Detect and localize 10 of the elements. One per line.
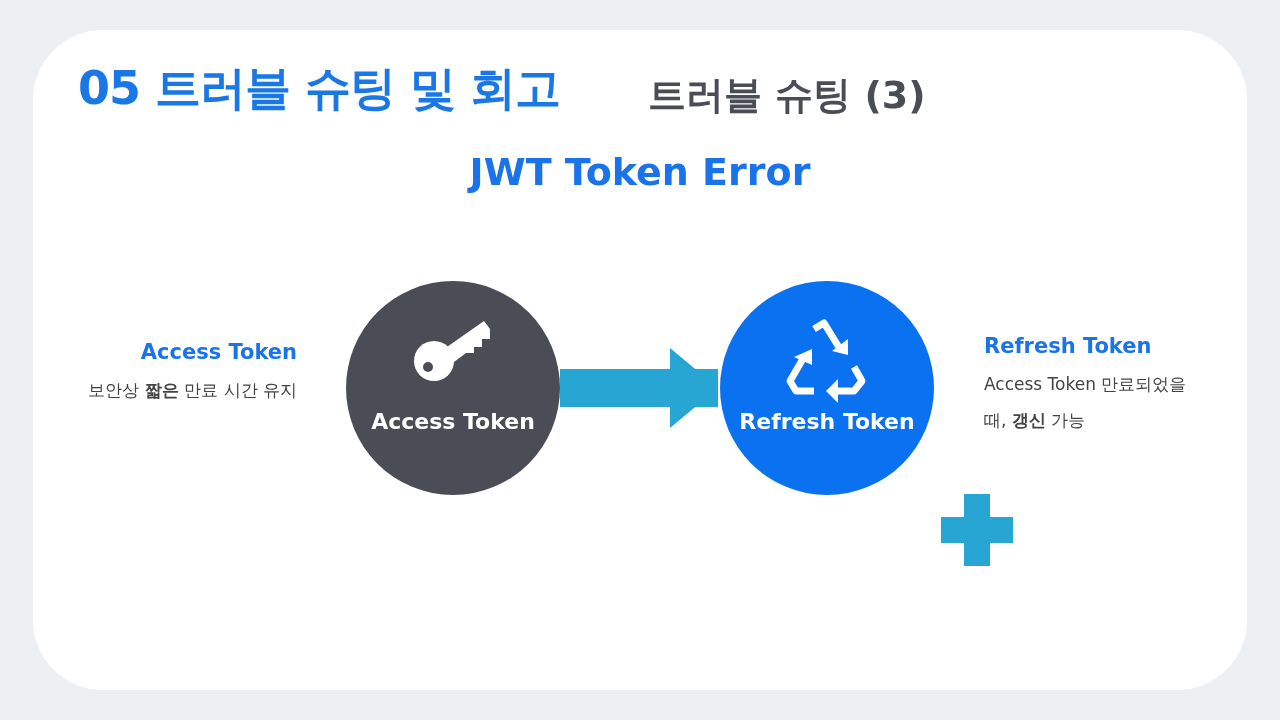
node-label: Access Token [370,409,536,434]
section-subtitle: 트러블 슈팅 (3) [648,72,926,119]
side-heading: Access Token [139,340,297,364]
heading: JWT Token Error [466,150,812,194]
side-heading: Refresh Token [984,334,1153,358]
slide-title: 05 트러블 슈팅 및 회고 [78,60,561,117]
node-label: Refresh Token [738,409,916,434]
side-description: Access Token 만료되었을 때, 갱신 가능 [984,373,1188,432]
side-description: 보안상 짧은 만료 시간 유지 [87,379,297,402]
block-arrow [560,348,718,428]
